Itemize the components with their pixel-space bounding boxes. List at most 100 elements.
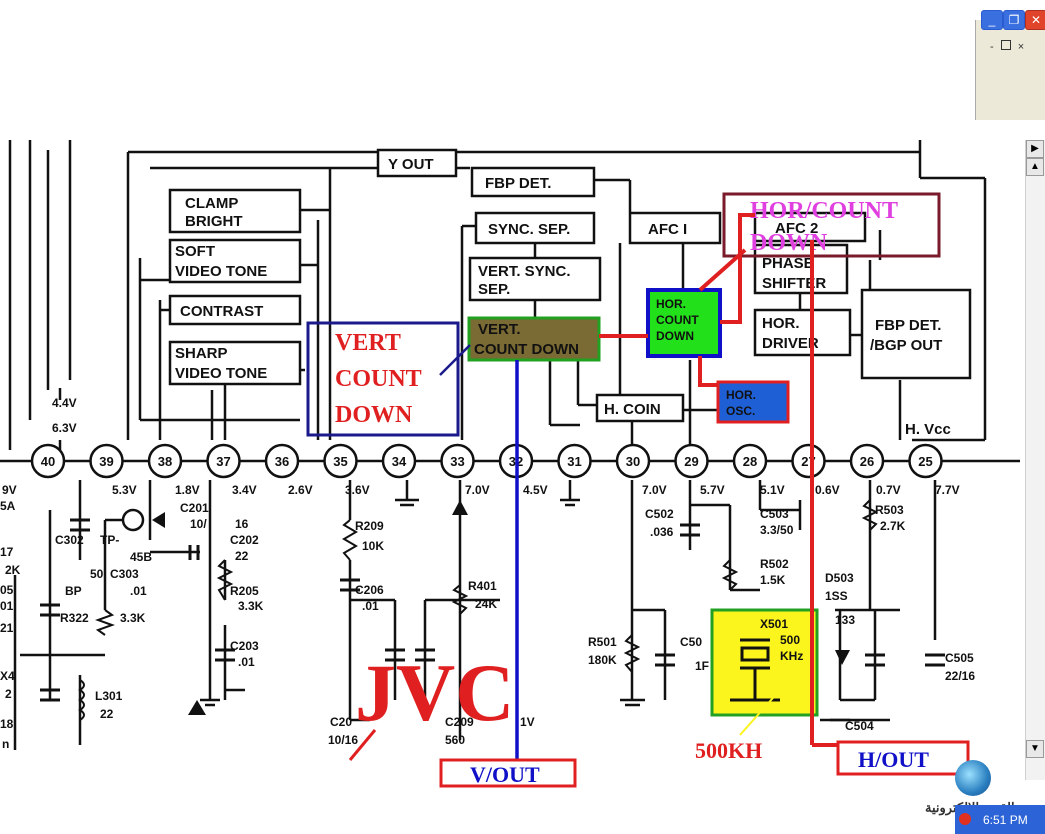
scroll-up-arrow-icon[interactable]: ▲ — [1026, 158, 1044, 176]
pin-circle-38 — [147, 443, 183, 479]
label-vert-count: VERT. — [478, 321, 521, 338]
block-hor-count-down — [646, 288, 722, 358]
label-bright: BRIGHT — [185, 213, 243, 230]
voltage-30: 7.0V — [642, 483, 667, 497]
label-shifter: SHIFTER — [762, 275, 826, 292]
c203-value: .01 — [238, 655, 255, 669]
label-sharp: SHARP — [175, 345, 228, 362]
c201-value: 10/ — [190, 517, 207, 531]
annotation-vert-box — [306, 321, 460, 437]
tp-label: TP- — [100, 533, 119, 547]
ground-symbols — [200, 498, 850, 722]
crystal-500kh-label: 500KH — [695, 738, 762, 763]
side-panel — [975, 20, 1045, 120]
annotation-vert-2: COUNT — [335, 366, 422, 392]
voltage-38: 1.8V — [175, 483, 200, 497]
pin-number-35: 35 — [333, 454, 347, 469]
label-y-out: Y OUT — [388, 156, 434, 173]
c201-label: C201 — [180, 501, 209, 515]
r502-value: 1.5K — [760, 573, 786, 587]
block-soft-video-tone — [168, 238, 302, 284]
l301-value: 22 — [100, 707, 114, 721]
v-out-box — [439, 758, 577, 788]
label-vert-count-down: COUNT DOWN — [474, 341, 579, 358]
left-frag-6: 21 — [0, 621, 14, 635]
tray-alert-icon[interactable] — [959, 813, 971, 825]
x501-value: 500 — [780, 633, 800, 647]
annotation-vert-1: VERT — [335, 330, 401, 356]
c503-value: 3.3/50 — [760, 523, 794, 537]
pin-number-28: 28 — [743, 454, 757, 469]
voltage-40: 9V — [2, 483, 17, 497]
resistors — [95, 499, 879, 673]
taskbar-clock[interactable]: 6:51 PM — [983, 813, 1028, 827]
vertical-scrollbar[interactable] — [1025, 140, 1045, 780]
label-sync-sep: SYNC. SEP. — [488, 221, 570, 238]
annotation-hor-text: HOR/COUNT DOWN — [750, 198, 898, 256]
restore-button[interactable]: ❐ — [1003, 10, 1025, 30]
c502-label: C502 — [645, 507, 674, 521]
voltage-33: 7.0V — [465, 483, 490, 497]
scroll-down-arrow-icon[interactable]: ▼ — [1026, 740, 1044, 758]
left-frag-4: 05 — [0, 583, 14, 597]
annotation-vert-3: DOWN — [335, 402, 413, 428]
r209-label: R209 — [355, 519, 384, 533]
minimize-button[interactable]: _ — [981, 10, 1003, 30]
label-bgp-out: /BGP OUT — [870, 337, 942, 354]
block-h-coin — [595, 393, 685, 423]
diodes — [152, 500, 850, 715]
voltage-32: 4.5V — [523, 483, 548, 497]
block-afc1 — [628, 211, 722, 245]
inner-minimize-button[interactable]: - — [990, 41, 994, 53]
label-afc2: AFC 2 — [775, 220, 818, 237]
c505-label: C505 — [945, 651, 974, 665]
label-clamp: CLAMP — [185, 195, 238, 212]
c202-label: C202 — [230, 533, 259, 547]
d503-num: 133 — [835, 613, 855, 627]
c209-label: C209 — [445, 715, 474, 729]
scroll-right-arrow-icon[interactable]: ▶ — [1026, 140, 1044, 158]
r322-label: R322 — [60, 611, 89, 625]
d503-value: 1SS — [825, 589, 848, 603]
capacitors — [40, 518, 945, 702]
x501-label: X501 — [760, 617, 788, 631]
pin-number-30: 30 — [626, 454, 640, 469]
label-hor-driver-2: DRIVER — [762, 335, 819, 352]
inner-close-button[interactable]: × — [1017, 41, 1025, 53]
voltage-26: 0.7V — [876, 483, 901, 497]
d503-label: D503 — [825, 571, 854, 585]
voltage-labels: 4.4V 6.3V 9V 5.3V 1.8V 3.4V 2.6V 3.6V 7.… — [2, 396, 960, 497]
annotation-hor-2: DOWN — [750, 230, 828, 256]
crystal-x501-highlight — [710, 608, 819, 717]
pin-number-31: 31 — [567, 454, 581, 469]
label-sharp-video-tone: VIDEO TONE — [175, 365, 267, 382]
voltage-left-2: 6.3V — [52, 421, 77, 435]
label-vert-sync-sep: SEP. — [478, 281, 510, 298]
c206-value: .01 — [362, 599, 379, 613]
close-button[interactable]: ✕ — [1025, 10, 1045, 30]
pin-circle-28 — [732, 443, 768, 479]
pin-circle-27 — [791, 443, 826, 479]
block-hor-osc — [716, 380, 790, 424]
c501-value: 1F — [695, 659, 709, 673]
left-frag-2: 17 — [0, 545, 14, 559]
label-fbp-det-2: FBP DET. — [875, 317, 941, 334]
c502-value: .036 — [650, 525, 674, 539]
crystal-pointer — [739, 689, 781, 736]
pin-circle-34 — [381, 443, 417, 479]
red-signal-lines — [599, 213, 840, 747]
ic-blocks — [168, 148, 972, 423]
label-h-vcc: H. Vcc — [905, 421, 951, 438]
r205-label: R205 — [230, 584, 259, 598]
left-frag-8: 2 — [5, 687, 12, 701]
voltage-25: 7.7V — [935, 483, 960, 497]
r322-value: 3.3K — [120, 611, 146, 625]
label-hor-driver-1: HOR. — [762, 315, 800, 332]
pin-number-29: 29 — [684, 454, 698, 469]
r501-label: R501 — [588, 635, 617, 649]
r209-value: 10K — [362, 539, 384, 553]
left-frag-9: 18 — [0, 717, 14, 731]
block-sharp-video-tone — [168, 340, 302, 386]
pin-number-37: 37 — [216, 454, 230, 469]
inner-restore-icon[interactable] — [1000, 40, 1011, 50]
